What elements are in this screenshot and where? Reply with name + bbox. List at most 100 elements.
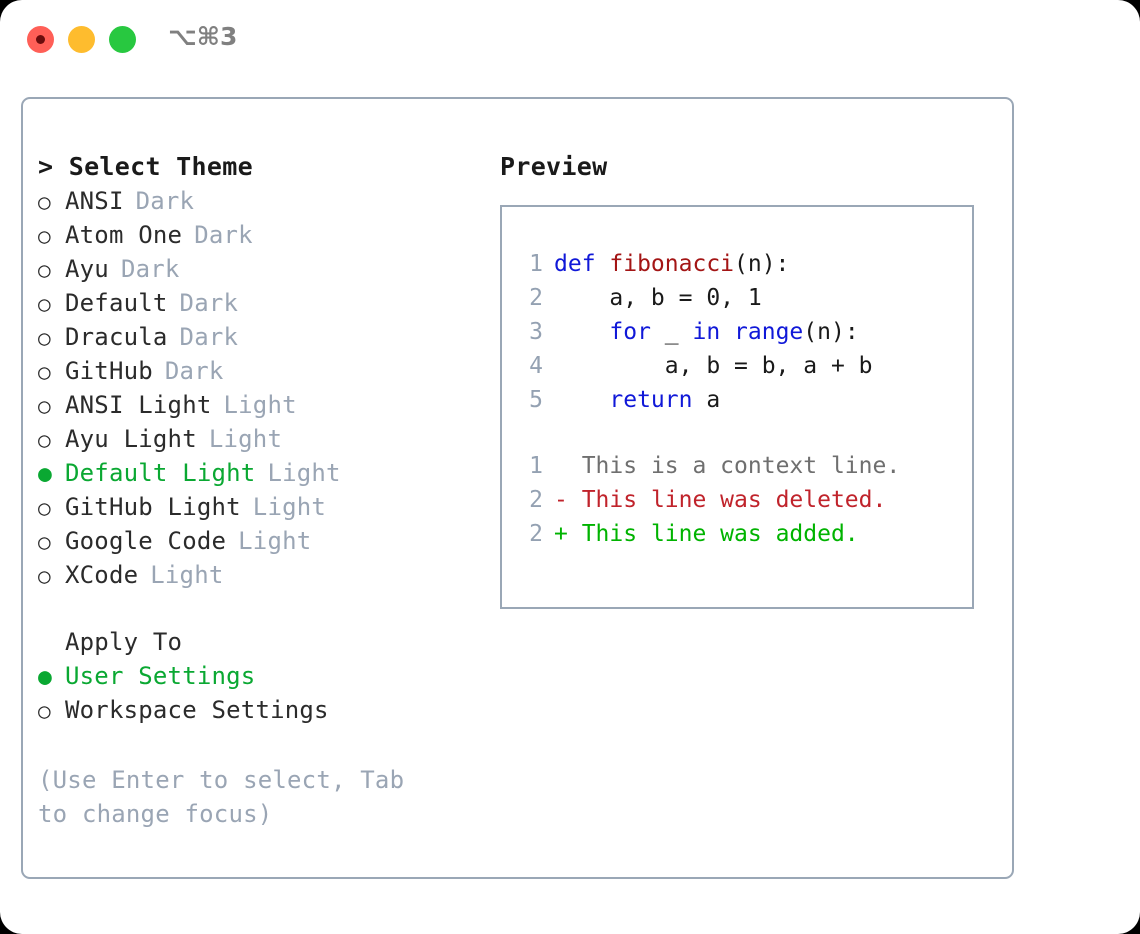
prompt-caret-icon: > — [38, 152, 54, 181]
code-token-kw: return — [609, 387, 693, 413]
theme-variant-badge: Light — [150, 561, 224, 589]
line-number: 2 — [529, 521, 543, 547]
theme-variant-badge: Dark — [194, 221, 253, 249]
apply-to-option-workspace-settings[interactable]: ○Workspace Settings — [38, 693, 498, 727]
radio-unselected-icon: ○ — [38, 326, 51, 350]
code-line-content: a, b = 0, 1 — [554, 281, 762, 315]
traffic-lights — [27, 26, 136, 53]
code-line: 4 a, b = b, a + b — [513, 349, 968, 383]
code-line-content: return a — [554, 383, 720, 417]
code-token-plain: a, b = 0, 1 — [554, 285, 762, 311]
apply-to-heading: Apply To — [65, 628, 183, 656]
radio-unselected-icon: ○ — [38, 190, 51, 214]
code-token-kw: range — [734, 319, 804, 345]
radio-unselected-icon: ○ — [38, 496, 51, 520]
code-line-content: for _ in range(n): — [554, 315, 858, 349]
theme-option-label: Default — [65, 289, 168, 317]
theme-option-ansi-light[interactable]: ○ ANSI Light Light — [38, 388, 498, 422]
line-number: 5 — [529, 387, 543, 413]
apply-to-option-label: User Settings — [65, 662, 256, 690]
apply-to-option-label: Workspace Settings — [65, 696, 329, 724]
code-token-kw: for — [609, 319, 651, 345]
radio-unselected-icon: ○ — [38, 292, 51, 316]
theme-option-ansi[interactable]: ○ ANSI Dark — [38, 184, 498, 218]
radio-selected-icon: ● — [38, 461, 53, 487]
theme-variant-badge: Dark — [120, 255, 180, 283]
theme-variant-badge: Dark — [164, 357, 224, 385]
code-line-content: def fibonacci(n): — [554, 247, 789, 281]
code-line: 5 return a — [513, 383, 968, 417]
theme-option-label: Default Light — [65, 459, 256, 487]
theme-option-label: Atom One — [65, 221, 183, 249]
theme-variant-badge: Dark — [179, 323, 239, 351]
radio-unselected-icon: ○ — [38, 564, 51, 588]
diff-line-content: This line was deleted. — [581, 487, 887, 513]
diff-line-content: This line was added. — [581, 521, 859, 547]
select-theme-heading: > Select Theme — [38, 150, 498, 184]
code-token-plain — [554, 319, 609, 345]
line-number: 1 — [529, 251, 543, 277]
theme-option-label: Dracula — [65, 323, 168, 351]
theme-option-label: ANSI Light — [65, 391, 212, 419]
apply-to-list: ● User Settings ○Workspace Settings — [38, 659, 498, 727]
theme-option-atom-one[interactable]: ○ Atom One Dark — [38, 218, 498, 252]
code-token-kw: def — [554, 251, 610, 277]
theme-option-default[interactable]: ○ Default Dark — [38, 286, 498, 320]
diff-line-content: This is a context line. — [581, 453, 901, 479]
diff-marker-ctx — [554, 449, 582, 483]
title-bar: ⌥⌘3 — [0, 0, 1140, 78]
apply-to-option-user-settings[interactable]: ● User Settings — [38, 659, 498, 693]
close-window-button[interactable] — [27, 26, 54, 53]
radio-unselected-icon: ○ — [38, 530, 51, 554]
diff-line-del: 2- This line was deleted. — [513, 483, 968, 517]
diff-line-ctx: 1 This is a context line. — [513, 449, 968, 483]
theme-variant-badge: Dark — [179, 289, 239, 317]
theme-option-xcode[interactable]: ○ XCode Light — [38, 558, 498, 592]
code-line: 2 a, b = 0, 1 — [513, 281, 968, 315]
line-number: 1 — [529, 453, 543, 479]
radio-unselected-icon: ○ — [38, 394, 51, 418]
diff-marker-del: - — [554, 487, 582, 513]
theme-option-label: ANSI — [65, 187, 124, 215]
minimize-window-button[interactable] — [68, 26, 95, 53]
code-diff-separator — [513, 417, 968, 449]
theme-option-default-light[interactable]: ● Default Light Light — [38, 456, 498, 490]
line-number: 4 — [529, 353, 543, 379]
theme-option-label: XCode — [65, 561, 139, 589]
code-token-kw: in — [692, 319, 735, 345]
radio-unselected-icon: ○ — [38, 258, 51, 282]
maximize-window-button[interactable] — [109, 26, 136, 53]
code-token-plain — [554, 387, 609, 413]
theme-option-dracula[interactable]: ○ Dracula Dark — [38, 320, 498, 354]
keyboard-hint-text: (Use Enter to select, Tab to change focu… — [38, 766, 405, 828]
theme-variant-badge: Light — [267, 459, 341, 487]
theme-variant-badge: Dark — [135, 187, 195, 215]
code-line-content: a, b = b, a + b — [554, 349, 873, 383]
theme-variant-badge: Light — [223, 391, 297, 419]
radio-unselected-icon: ○ — [38, 428, 51, 452]
radio-unselected-icon: ○ — [38, 224, 51, 248]
theme-option-label: GitHub — [65, 357, 153, 385]
theme-option-label: Google Code — [65, 527, 227, 555]
code-token-plain: _ — [650, 319, 693, 345]
diff-lines: 1 This is a context line.2- This line wa… — [513, 449, 968, 551]
code-token-fn: fibonacci — [609, 251, 735, 277]
radio-selected-icon: ● — [38, 664, 53, 690]
keyboard-shortcut-label: ⌥⌘3 — [168, 22, 238, 51]
diff-line-add: 2+ This line was added. — [513, 517, 968, 551]
line-number: 2 — [529, 285, 543, 311]
theme-option-label: GitHub Light — [65, 493, 241, 521]
